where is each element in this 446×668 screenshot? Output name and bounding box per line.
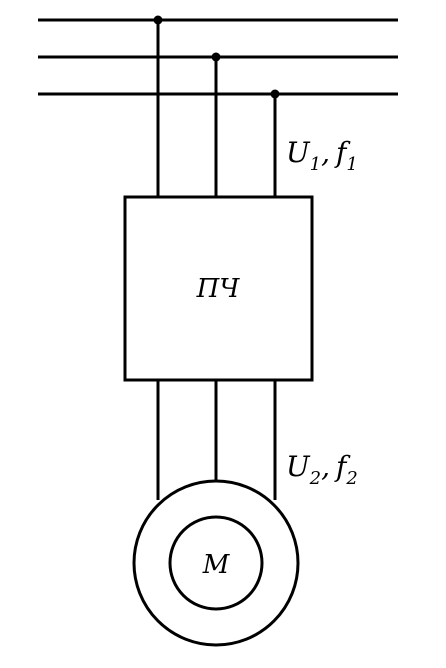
motor-label: M	[202, 550, 231, 580]
converter-label: ПЧ	[196, 274, 241, 304]
junction-dot-3	[270, 89, 280, 99]
output-u-symbol: U	[286, 450, 311, 483]
junction-dot-1	[153, 15, 163, 25]
output-separator: ,	[321, 450, 330, 483]
input-separator: ,	[321, 136, 330, 169]
input-voltage-frequency-label: U1,f1	[286, 136, 358, 175]
converter-block	[123, 195, 314, 382]
junction-dot-2	[211, 52, 221, 62]
output-u-index: 2	[309, 468, 321, 489]
output-voltage-frequency-label: U2,f2	[286, 450, 358, 489]
motor-outer-circle	[132, 479, 300, 647]
input-u-symbol: U	[286, 136, 311, 169]
input-f-index: 1	[346, 154, 357, 175]
output-f-index: 2	[345, 468, 357, 489]
input-u-index: 1	[310, 154, 321, 175]
motor-inner-circle	[168, 515, 264, 611]
